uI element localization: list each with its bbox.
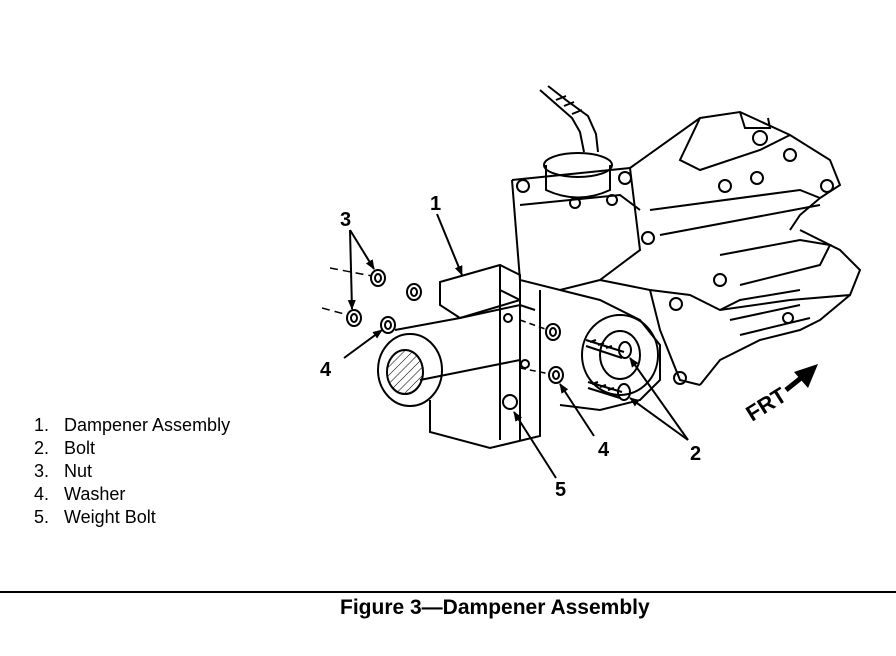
callout-1: 1 — [430, 193, 441, 215]
front-direction-arrow — [784, 364, 818, 392]
dampener-assembly — [377, 263, 541, 450]
leader-lines — [343, 213, 689, 479]
caption-divider — [0, 591, 896, 593]
figure-caption: Figure 3—Dampener Assembly — [340, 596, 650, 619]
legend-item: 5.Weight Bolt — [34, 507, 156, 527]
callout-4-right: 4 — [598, 439, 610, 461]
callout-3: 3 — [340, 209, 351, 231]
leader-4-right — [559, 383, 595, 437]
callout-5: 5 — [555, 479, 566, 501]
leader-3b — [347, 229, 356, 310]
leader-4-left — [343, 329, 383, 359]
callout-2: 2 — [690, 443, 701, 465]
callout-4-left: 4 — [320, 359, 332, 381]
frt-label: FRT — [741, 382, 791, 426]
legend-item: 3.Nut — [34, 461, 93, 481]
leader-3a — [349, 229, 375, 270]
legend-item: 2.Bolt — [34, 438, 96, 458]
legend-item: 1.Dampener Assembly — [34, 415, 231, 435]
transmission-body — [511, 110, 862, 412]
leader-5 — [513, 411, 557, 479]
shift-lever — [539, 85, 613, 199]
leader-2a — [629, 357, 689, 441]
legend-item: 4.Washer — [34, 484, 126, 504]
leader-2b — [629, 397, 689, 441]
parts-legend: 1.Dampener Assembly 2.Bolt 3.Nut 4.Washe… — [34, 414, 230, 529]
leader-1 — [436, 213, 463, 276]
fasteners — [321, 267, 632, 401]
